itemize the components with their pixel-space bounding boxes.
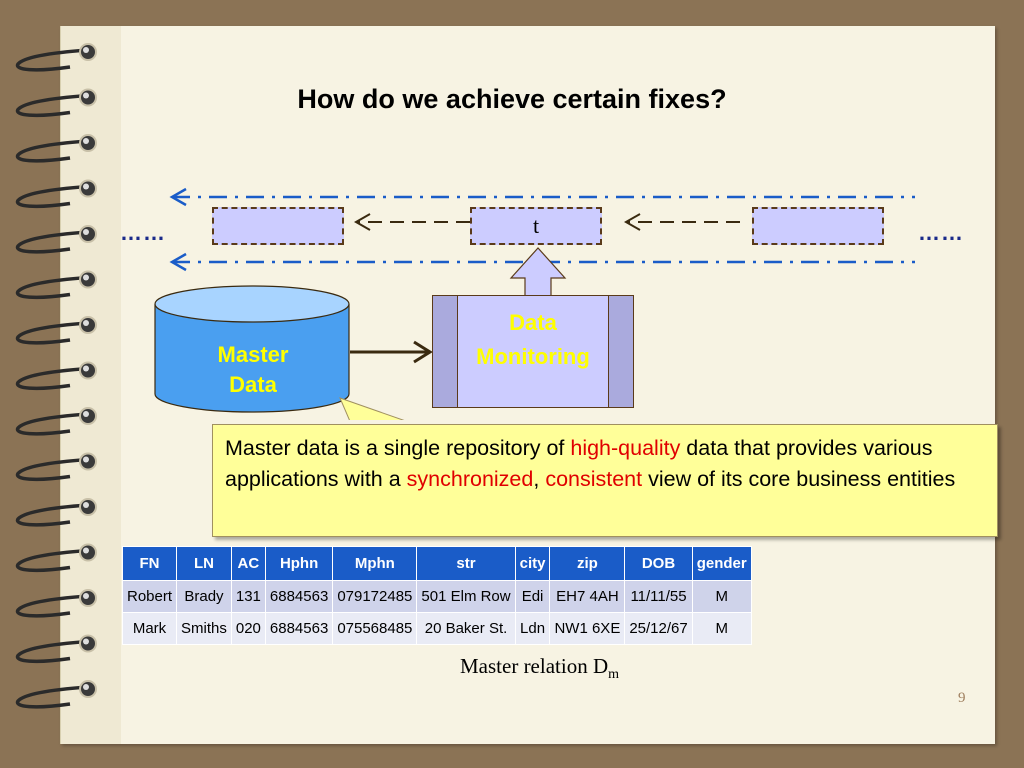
column-header: LN bbox=[176, 546, 232, 581]
spiral-ring bbox=[15, 457, 89, 482]
binding-hole-highlight bbox=[83, 47, 89, 53]
spiral-ring bbox=[15, 685, 89, 709]
binding-hole-highlight bbox=[83, 547, 89, 554]
master-data-definition-callout: Master data is a single repository of hi… bbox=[212, 424, 998, 537]
table-cell: EH7 4AH bbox=[549, 580, 626, 613]
table-cell: M bbox=[691, 612, 752, 645]
table-cell: 6884563 bbox=[264, 612, 334, 645]
data-monitoring-label: Data Monitoring bbox=[476, 310, 590, 369]
binding-hole-highlight bbox=[83, 92, 89, 99]
binding-hole-highlight bbox=[83, 183, 89, 190]
spiral-ring bbox=[15, 594, 89, 618]
table-cell: Mark bbox=[121, 612, 178, 645]
binding-hole-highlight bbox=[83, 411, 89, 417]
table-cell: 6884563 bbox=[264, 580, 334, 613]
slide-title: How do we achieve certain fixes? bbox=[297, 84, 727, 114]
page-number: 9 bbox=[958, 690, 966, 706]
table-cell: 501 Elm Row bbox=[416, 580, 516, 613]
table-cell: 079172485 bbox=[332, 580, 418, 613]
column-header: AC bbox=[230, 546, 266, 581]
highlight-consistent: consistent bbox=[545, 467, 643, 491]
column-header: Mphn bbox=[332, 546, 418, 581]
spiral-ring bbox=[15, 412, 89, 436]
data-flow-diagram bbox=[154, 187, 915, 420]
spiral-ring bbox=[15, 93, 89, 118]
callout-pointer bbox=[339, 397, 405, 420]
binding-hole-highlight bbox=[83, 593, 89, 599]
up-arrow bbox=[509, 247, 567, 297]
column-header: str bbox=[416, 546, 516, 581]
tuple-box-left bbox=[212, 207, 344, 245]
table-cell: 020 bbox=[230, 612, 266, 645]
binding-hole-highlight bbox=[83, 638, 89, 645]
spiral-binding bbox=[15, 43, 97, 709]
spiral-ring bbox=[15, 48, 89, 72]
column-header: Hphn bbox=[264, 546, 334, 581]
highlight-high-quality: high-quality bbox=[570, 436, 681, 460]
table-cell: 075568485 bbox=[332, 612, 418, 645]
column-header: city bbox=[514, 546, 551, 581]
table-cell: M bbox=[691, 580, 752, 613]
table-cell: 11/11/55 bbox=[624, 580, 693, 613]
database-cylinder bbox=[154, 285, 350, 413]
table-cell: 131 bbox=[230, 580, 266, 613]
spiral-ring bbox=[15, 275, 89, 300]
spiral-ring bbox=[15, 639, 89, 664]
table-cell: Edi bbox=[514, 580, 551, 613]
table-cell: Robert bbox=[121, 580, 178, 613]
binding-hole-highlight bbox=[83, 365, 89, 372]
spiral-ring bbox=[15, 184, 89, 209]
binding-hole-highlight bbox=[83, 229, 89, 235]
binding-hole-highlight bbox=[83, 274, 89, 281]
column-header: DOB bbox=[624, 546, 693, 581]
spiral-ring bbox=[15, 230, 89, 254]
spiral-ring bbox=[15, 366, 89, 391]
table-cell: 25/12/67 bbox=[624, 612, 693, 645]
tuple-box-t: t bbox=[470, 207, 602, 245]
spiral-ring bbox=[15, 321, 89, 345]
column-header: FN bbox=[121, 546, 178, 581]
bottom-arrowhead bbox=[169, 252, 187, 272]
ellipsis-right: …… bbox=[918, 220, 964, 245]
data-monitoring-box: Data Monitoring bbox=[432, 295, 634, 408]
spiral-ring bbox=[15, 548, 89, 573]
highlight-synchronized: synchronized bbox=[406, 467, 534, 491]
spiral-ring bbox=[15, 503, 89, 527]
table-caption: Master relation Dm bbox=[460, 654, 620, 683]
table-cell: NW1 6XE bbox=[549, 612, 626, 645]
binding-hole-highlight bbox=[83, 320, 89, 326]
column-header: zip bbox=[549, 546, 626, 581]
table-cell: Smiths bbox=[176, 612, 232, 645]
top-arrowhead bbox=[169, 187, 187, 207]
spiral-ring bbox=[15, 139, 89, 163]
binding-hole-highlight bbox=[83, 456, 89, 463]
binding-hole-highlight bbox=[83, 138, 89, 144]
table-cell: 20 Baker St. bbox=[416, 612, 516, 645]
binding-hole-highlight bbox=[83, 684, 89, 690]
master-data-label: Master Data bbox=[217, 342, 289, 397]
tuple-box-right bbox=[752, 207, 884, 245]
table-cell: Ldn bbox=[514, 612, 551, 645]
column-header: gender bbox=[691, 546, 752, 581]
table-cell: Brady bbox=[176, 580, 232, 613]
binding-hole-highlight bbox=[83, 502, 89, 508]
ellipsis-left: …… bbox=[120, 220, 166, 245]
